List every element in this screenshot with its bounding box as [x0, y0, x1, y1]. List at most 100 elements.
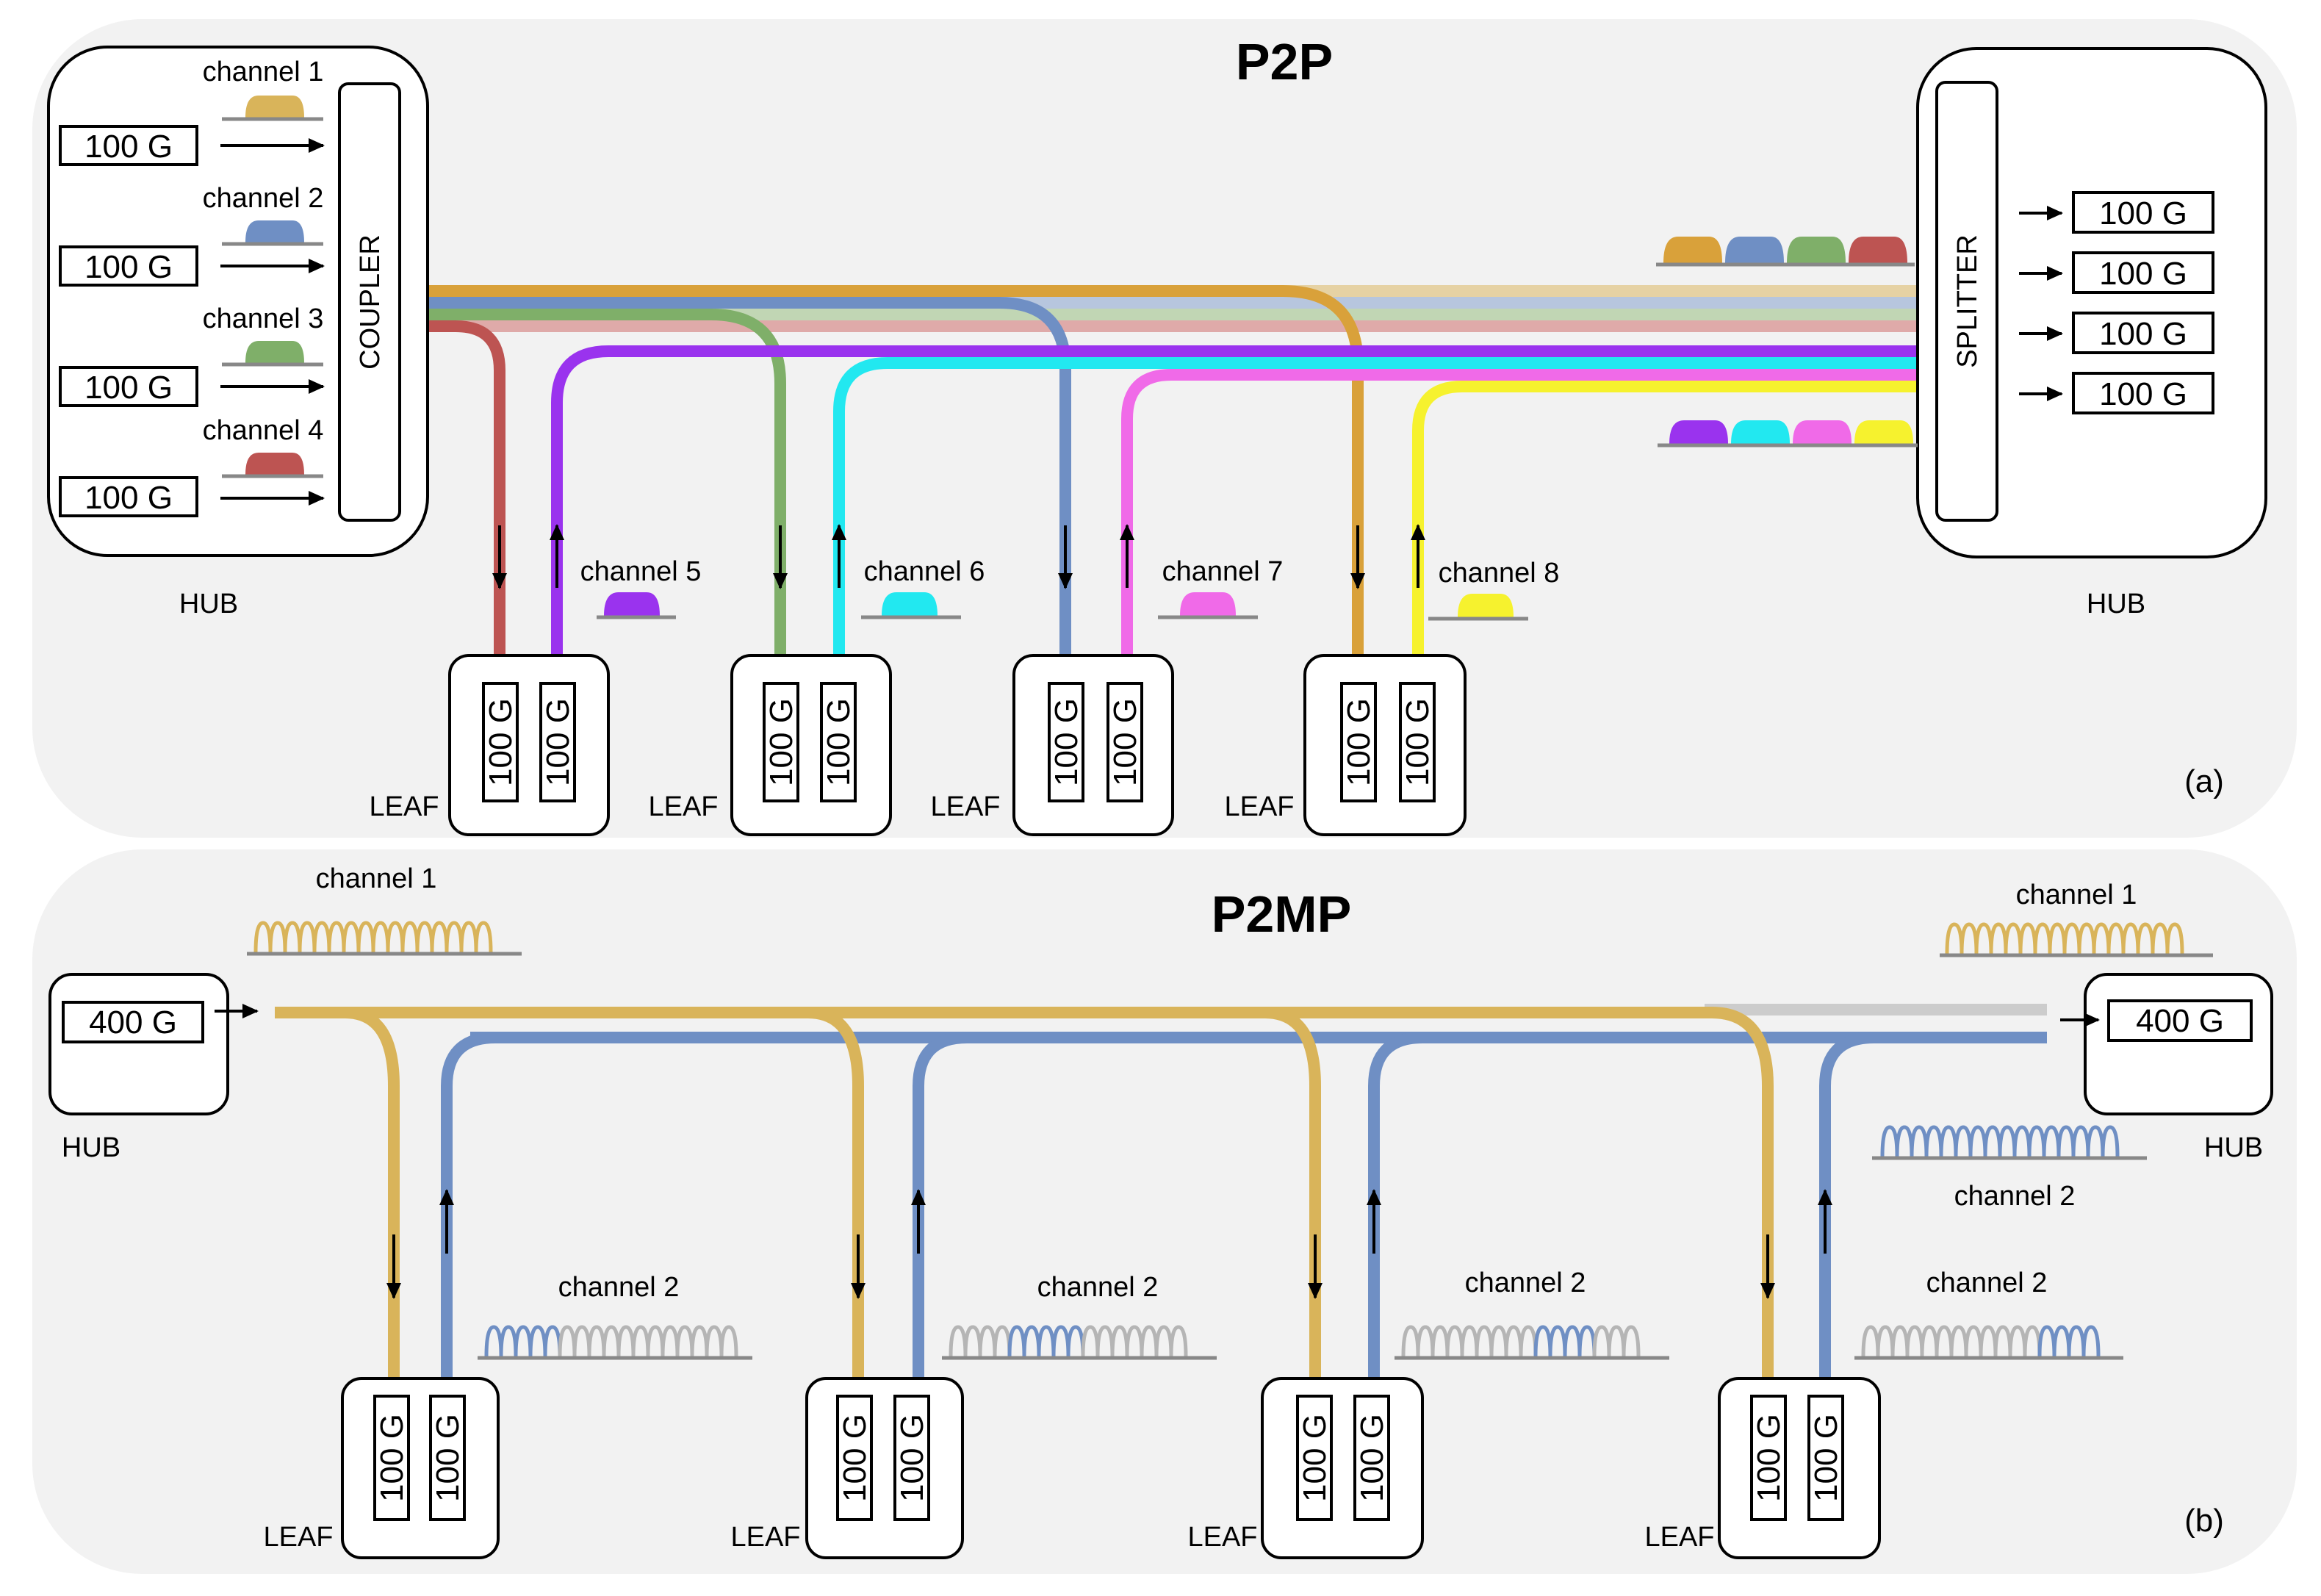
rate-box: [820, 682, 857, 802]
rate-label: 100 G: [84, 249, 173, 285]
left-rate-row-4: 100 G channel 4: [59, 415, 325, 517]
channel-2-comb-inactive-left: [1401, 1325, 1538, 1357]
rate-label: 100 G: [84, 129, 173, 165]
rate-box: [2072, 251, 2214, 294]
left-rate-row-2: 100 G channel 2: [59, 183, 325, 287]
leaf-b-2: channel 2 100 G 100 G LEAF: [730, 1272, 1217, 1559]
rate-label: 100 G: [821, 698, 857, 786]
leaf-box: [448, 654, 610, 836]
fibre-up-leaf-4: [1819, 1032, 1874, 1393]
rate-box: [482, 682, 519, 802]
channel-label: channel 1: [316, 863, 437, 894]
right-hub-box: [1916, 47, 2267, 558]
channel-label: channel 1: [203, 57, 324, 87]
direction-arrows-b: [386, 1189, 1832, 1299]
channel-2-comb-inactive-right: [1081, 1325, 1188, 1357]
rate-label: 100 G: [1297, 1414, 1333, 1502]
upstream-spectrum-combined: [1658, 420, 1918, 447]
rate-box: [539, 682, 576, 802]
channel-4-spectrum: [245, 453, 304, 475]
fibre-down-leaf-4: [1711, 1007, 1774, 1393]
right-hub-a: SPLITTER 100 G 100 G 100 G 100 G HUB: [1916, 47, 2267, 619]
leaf-box: [730, 654, 892, 836]
rate-box: [2072, 312, 2214, 354]
rate-label: 100 G: [374, 1414, 410, 1502]
channel-label: channel 3: [203, 303, 324, 334]
rate-label: 100 G: [2099, 256, 2187, 292]
spectrum-ch5: [1669, 420, 1728, 444]
spectrum-ch6: [1731, 420, 1790, 444]
leaf-label: LEAF: [730, 1522, 800, 1553]
rate-label: 100 G: [1808, 1414, 1844, 1502]
rate-label: 100 G: [837, 1414, 873, 1502]
leaf-a-3: channel 7 100 G 100 G LEAF: [930, 556, 1283, 836]
fibre-down-leaf-3: [1264, 1007, 1321, 1393]
rate-box: [1296, 1395, 1333, 1521]
hub-box: [2084, 973, 2273, 1115]
channel-label: channel 8: [1439, 558, 1560, 589]
spectrum-ch3: [1787, 237, 1846, 263]
leaf-box: [1261, 1377, 1424, 1559]
leaf-label: LEAF: [369, 791, 439, 822]
rate-label: 100 G: [1751, 1414, 1787, 1502]
rate-box: [429, 1395, 466, 1521]
leaf-label: LEAF: [1224, 791, 1294, 822]
left-hub-b: 400 G HUB channel 1: [48, 863, 522, 1163]
channel-8-spectrum: [1458, 594, 1514, 617]
rate-label: 100 G: [2099, 376, 2187, 412]
rate-label: 100 G: [2099, 316, 2187, 352]
leaf-label: LEAF: [648, 791, 718, 822]
leaf-box: [1303, 654, 1467, 836]
channel-label-bottom: channel 2: [1954, 1181, 2076, 1212]
channel-1-spectrum: [245, 96, 304, 118]
fibre-up-channel-5: [551, 345, 1932, 688]
fibre-down-leaf-1: [345, 1007, 400, 1393]
fibre-up-leaf-3: [1368, 1032, 1423, 1393]
left-hub-a: COUPLER 100 G channel 1 100 G channel 2 …: [47, 46, 429, 619]
right-hub-label: HUB: [2087, 589, 2145, 619]
leaf-a-4: channel 8 100 G 100 G LEAF: [1224, 558, 1560, 836]
rate-label: 100 G: [1354, 1414, 1390, 1502]
spectrum-ch7: [1793, 420, 1852, 444]
channel-label: channel 6: [864, 556, 985, 587]
channel-label: channel 2: [1037, 1272, 1159, 1303]
rate-box: [1048, 682, 1084, 802]
panel-p2p: P2P (a): [32, 19, 2297, 838]
panel-b-tag: (b): [2184, 1503, 2224, 1539]
left-hub-box: [47, 46, 429, 557]
spectrum-ch8: [1854, 420, 1913, 444]
leaf-label: LEAF: [1644, 1522, 1714, 1553]
leaf-label: LEAF: [1187, 1522, 1257, 1553]
splitter-label: SPLITTER: [1952, 234, 1983, 368]
rate-box: [62, 1001, 204, 1043]
rate-label: 100 G: [84, 480, 173, 516]
rate-label: 100 G: [1107, 698, 1143, 786]
rate-box: [59, 125, 198, 166]
fibre-down-channel-4: [403, 320, 505, 688]
direction-arrows-a: [492, 524, 1425, 589]
channel-label-top: channel 1: [2016, 880, 2137, 910]
rate-label: 100 G: [1048, 698, 1084, 786]
channel-2-comb-inactive-right: [1592, 1325, 1641, 1357]
rate-box: [2072, 372, 2214, 414]
rate-label: 100 G: [540, 698, 576, 786]
rate-box: [893, 1395, 930, 1521]
rate-box: [2072, 191, 2214, 234]
leaf-box: [341, 1377, 500, 1559]
rate-box: [836, 1395, 873, 1521]
coupler-label: COUPLER: [355, 234, 386, 370]
fibre-up-leaf-1: [441, 1032, 496, 1393]
channel-label: channel 2: [1926, 1268, 2048, 1298]
channel-label: channel 4: [203, 415, 324, 446]
drop-fibres-b: [345, 1007, 1874, 1393]
hub-box: [48, 973, 229, 1115]
panel-a-title: P2P: [1236, 33, 1333, 90]
rate-box: [1807, 1395, 1844, 1521]
fibre-up-channel-6: [833, 357, 1932, 688]
leaf-b-4: channel 2 100 G 100 G LEAF: [1644, 1268, 2123, 1559]
panel-a-tag: (a): [2184, 763, 2224, 799]
rate-label: 400 G: [2136, 1003, 2224, 1039]
hub-label: HUB: [2204, 1132, 2263, 1163]
fibre-up-leaf-2: [913, 1032, 968, 1393]
